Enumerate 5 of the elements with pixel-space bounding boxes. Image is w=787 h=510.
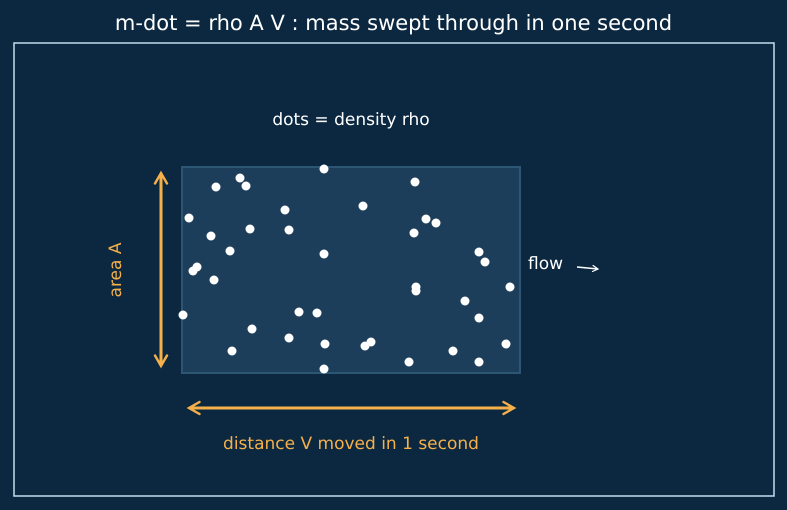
caption-text: dots = density rho <box>272 110 430 130</box>
dimension-label: area A <box>106 242 126 298</box>
title: m-dot = rho A V : mass swept through in one second <box>114 11 674 35</box>
dimension-label: distance V moved in 1 second <box>223 434 479 454</box>
flow-label: flow <box>528 254 564 274</box>
